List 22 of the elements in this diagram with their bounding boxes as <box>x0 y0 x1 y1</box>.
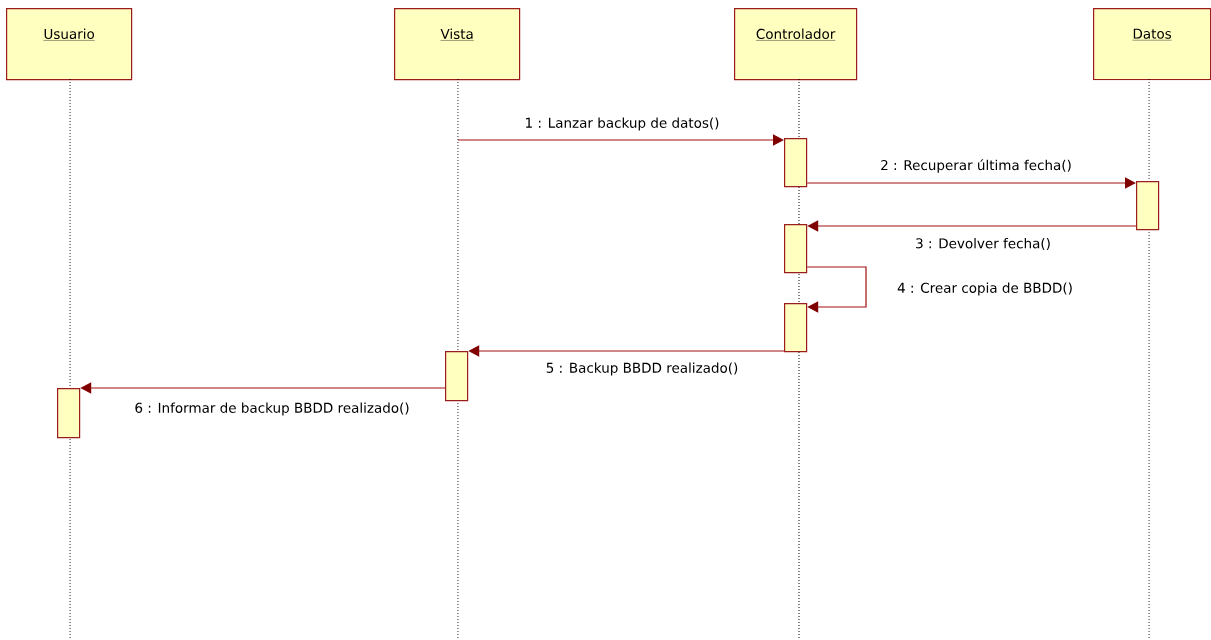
message-label: 1 : Lanzar backup de datos() <box>523 116 721 132</box>
lifeline-head: Datos <box>1093 8 1211 81</box>
message-arrow <box>80 382 446 394</box>
lifeline-head: Usuario <box>6 8 133 81</box>
activation-bar <box>784 224 808 274</box>
activation-bar <box>57 388 81 439</box>
message-label: 5 : Backup BBDD realizado() <box>544 361 740 377</box>
message-arrow <box>457 134 784 146</box>
message-arrow <box>806 266 867 313</box>
activation-bar <box>784 138 808 188</box>
message-arrow <box>806 177 1136 189</box>
message-arrow <box>468 345 785 357</box>
message-label: 3 : Devolver fecha() <box>914 237 1052 251</box>
message-label: 4 : Crear copia de BBDD() <box>896 281 1074 297</box>
activation-bar <box>784 303 808 353</box>
lifeline-head: Vista <box>394 8 521 81</box>
message-arrow <box>807 220 1137 232</box>
message-label: 2 : Recuperar última fecha() <box>879 158 1073 174</box>
activation-bar <box>1136 181 1160 231</box>
message-label: 6 : Informar de backup BBDD realizado() <box>133 401 411 417</box>
lifeline-head: Controlador <box>734 8 858 81</box>
activation-bar <box>445 351 469 402</box>
